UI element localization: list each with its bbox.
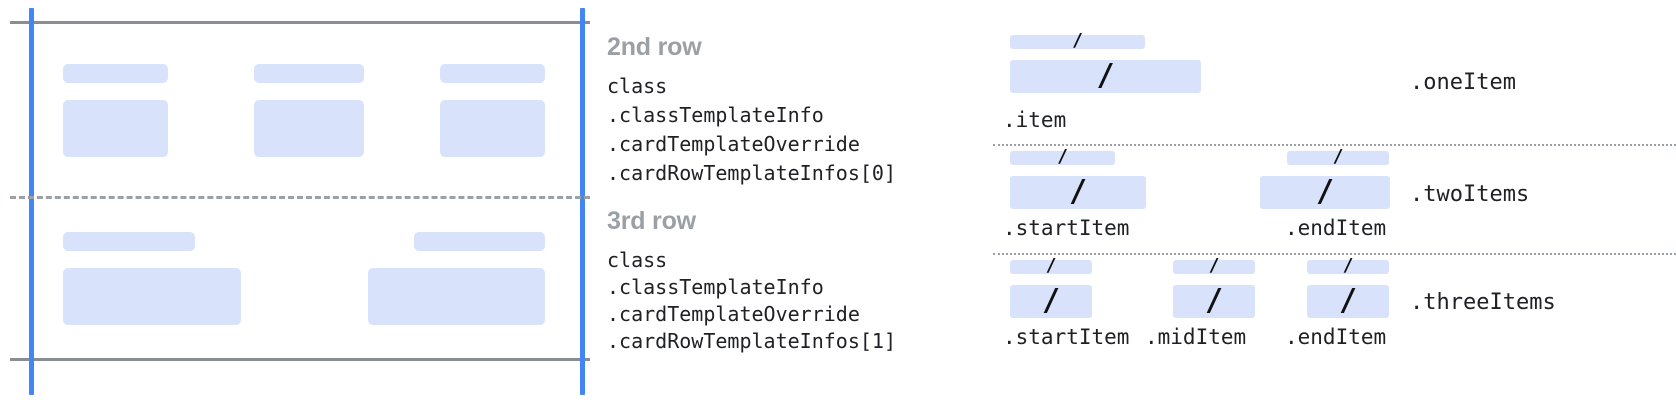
three-items-mid-content-slot: /: [1173, 285, 1255, 318]
two-items-end-label-slot: /: [1287, 146, 1389, 167]
block-2nd-row-line-0: class: [607, 74, 668, 98]
two-items-start-label: .startItem: [1003, 216, 1130, 240]
card-right-guide: [580, 8, 585, 395]
slash-icon: /: [1096, 57, 1115, 93]
one-item-label-slot: /: [1010, 30, 1145, 51]
row-class-paths: 2nd row class .classTemplateInfo .cardTe…: [600, 0, 995, 412]
slash-icon: /: [1041, 282, 1061, 318]
row1-col2-label-bar: [254, 64, 364, 83]
three-items-start-label-slot: /: [1010, 255, 1092, 276]
two-items-end-content-slot: /: [1260, 176, 1390, 209]
row1-col1-label-bar: [63, 64, 168, 83]
slash-icon: /: [1315, 173, 1335, 209]
slash-icon: /: [1204, 282, 1224, 318]
three-items-end-label-slot: /: [1307, 255, 1389, 276]
row2-col1-label-bar: [63, 232, 195, 251]
group-label-one-item: .oneItem: [1410, 70, 1516, 95]
two-items-start-content-slot: /: [1010, 176, 1146, 209]
item-arrangement-legend: / / .item .oneItem / / .startItem / / .e…: [985, 0, 1676, 412]
one-item-content-slot: /: [1010, 60, 1201, 93]
row1-col2-content-box: [254, 100, 364, 157]
row-divider-dashed: [10, 196, 590, 199]
three-items-start-label: .startItem: [1003, 325, 1130, 349]
block-2nd-row-line-3: .cardRowTemplateInfos[0]: [607, 161, 896, 185]
block-2nd-row-line-1: .classTemplateInfo: [607, 103, 824, 127]
block-3rd-row-line-1: .classTemplateInfo: [607, 275, 824, 299]
slash-icon: /: [1332, 146, 1344, 167]
card-bottom-rule: [10, 358, 590, 361]
two-items-start-label-slot: /: [1010, 146, 1115, 167]
three-items-end-content-slot: /: [1307, 285, 1389, 318]
row1-col3-label-bar: [440, 64, 545, 83]
block-3rd-row-line-0: class: [607, 248, 668, 272]
row1-col1-content-box: [63, 100, 168, 157]
block-3rd-row-line-2: .cardTemplateOverride: [607, 302, 860, 326]
slash-icon: /: [1338, 282, 1358, 318]
slash-icon: /: [1057, 146, 1068, 167]
row2-col2-label-bar: [414, 232, 545, 251]
three-items-mid-label-slot: /: [1173, 255, 1255, 276]
row2-col2-content-box: [368, 268, 545, 325]
group-label-two-items: .twoItems: [1410, 182, 1530, 207]
slash-icon: /: [1045, 255, 1057, 276]
one-item-item-label: .item: [1003, 108, 1067, 132]
legend-divider-2: [993, 253, 1676, 255]
block-2nd-row-line-2: .cardTemplateOverride: [607, 132, 860, 156]
slash-icon: /: [1208, 255, 1220, 276]
block-3rd-row-line-3: .cardRowTemplateInfos[1]: [607, 329, 896, 353]
slash-icon: /: [1068, 173, 1088, 209]
card-row-layout-diagram: [0, 0, 600, 412]
legend-divider-1: [993, 144, 1676, 146]
card-left-guide: [29, 8, 34, 395]
slash-icon: /: [1342, 255, 1354, 276]
slash-icon: /: [1072, 30, 1083, 51]
three-items-mid-label: .midItem: [1145, 325, 1247, 349]
block-heading-3rd-row: 3rd row: [607, 207, 696, 235]
two-items-end-label: .endItem: [1285, 216, 1387, 240]
block-heading-2nd-row: 2nd row: [607, 33, 702, 61]
row2-col1-content-box: [63, 268, 241, 325]
row1-col3-content-box: [440, 100, 545, 157]
card-top-rule: [10, 21, 590, 24]
group-label-three-items: .threeItems: [1410, 290, 1556, 315]
three-items-end-label: .endItem: [1285, 325, 1387, 349]
three-items-start-content-slot: /: [1010, 285, 1092, 318]
